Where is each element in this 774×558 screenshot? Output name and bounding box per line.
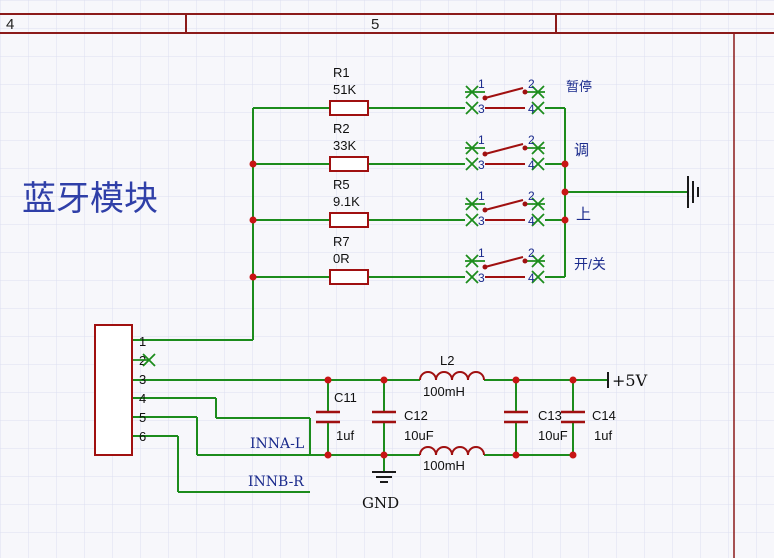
inductor-value: 100mH	[423, 458, 465, 473]
inductor-value: 100mH	[423, 384, 465, 399]
switch-pin-number: 4	[528, 214, 535, 228]
border-zone-4: 4	[6, 16, 14, 33]
inductor-l2-top: L2 100mH	[419, 353, 485, 399]
net-label-innb-r: INNB-R	[248, 474, 304, 490]
ground-net-label: GND	[362, 494, 399, 512]
capacitor-ref-c13: C13	[538, 408, 562, 423]
junction-dot	[249, 160, 257, 168]
switch-pin-number: 2	[528, 77, 535, 91]
capacitor-ref-c11: C11	[334, 390, 357, 405]
junctions	[249, 160, 577, 459]
switch-pin-number: 3	[478, 214, 485, 228]
capacitor-value-c12: 10uF	[404, 428, 434, 443]
switch-pin-number: 3	[478, 158, 485, 172]
connector-pin-5: 5	[139, 410, 146, 425]
net-label-inna-l: INNA-L	[250, 436, 304, 452]
resistor-r2: R2 33K	[329, 121, 369, 172]
inductor-ref: L2	[440, 353, 454, 368]
resistor-ref: R5	[333, 177, 350, 192]
switch-pin-number: 2	[528, 189, 535, 203]
switch-label-pause: 暂停	[566, 79, 592, 94]
capacitor-value-c13: 10uF	[538, 428, 568, 443]
junction-dot	[561, 216, 569, 224]
capacitor-ref-c14: C14	[592, 408, 616, 423]
switch-pin-number: 2	[528, 246, 535, 260]
resistor-ref: R2	[333, 121, 350, 136]
junction-dot	[380, 376, 388, 384]
switch-pin-number: 4	[528, 102, 535, 116]
module-title: 蓝牙模块	[22, 179, 158, 219]
junction-dot	[324, 376, 332, 384]
junction-dot	[249, 273, 257, 281]
connector-pin-3: 3	[139, 372, 146, 387]
push-switch: 1 2 3 4	[465, 77, 545, 116]
inductor-l2-bottom: 100mH	[419, 446, 485, 473]
resistor-value: 9.1K	[333, 194, 360, 209]
resistor-ref: R7	[333, 234, 350, 249]
resistor-r1: R1 51K	[329, 65, 369, 116]
resistor-r7: R7 0R	[329, 234, 369, 285]
switch-label-up: 上	[576, 206, 591, 223]
junction-dot	[569, 451, 577, 459]
sheet-border: 4 5	[0, 13, 774, 558]
switch-pin-number: 3	[478, 271, 485, 285]
capacitor-value-c11: 1uf	[336, 428, 354, 443]
border-zone-5: 5	[371, 16, 379, 33]
wiring	[133, 107, 688, 493]
junction-dot	[324, 451, 332, 459]
capacitor-ref-c12: C12	[404, 408, 428, 423]
ground-symbol-right	[687, 176, 699, 208]
push-switches: 1 2 3 4 1 2 3 4 1 2 3 4 1 2 3 4	[465, 77, 545, 285]
junction-dot	[561, 160, 569, 168]
junction-dot	[561, 188, 569, 196]
switch-pin-number: 4	[528, 271, 535, 285]
junction-dot	[512, 451, 520, 459]
resistor-value: 0R	[333, 251, 350, 266]
connector-pin-6: 6	[139, 429, 146, 444]
no-connect-icon	[133, 353, 156, 367]
capacitor-plates	[316, 410, 585, 424]
resistor-value: 33K	[333, 138, 356, 153]
junction-dot	[512, 376, 520, 384]
ground-symbol-bottom: GND	[362, 471, 399, 512]
push-switch: 1 2 3 4	[465, 246, 545, 285]
junction-dot	[380, 451, 388, 459]
capacitor-value-c14: 1uf	[594, 428, 612, 443]
switch-pin-number: 1	[478, 189, 485, 203]
push-switch: 1 2 3 4	[465, 133, 545, 172]
switch-label-adjust: 调	[574, 142, 589, 159]
connector-pin-1: 1	[139, 334, 146, 349]
push-switch: 1 2 3 4	[465, 189, 545, 228]
junction-dot	[249, 216, 257, 224]
resistor-r5: R5 9.1K	[329, 177, 369, 228]
switch-pin-number: 2	[528, 133, 535, 147]
resistor-value: 51K	[333, 82, 356, 97]
resistor-ref: R1	[333, 65, 350, 80]
switch-label-power: 开/关	[574, 256, 606, 272]
switch-pin-number: 1	[478, 77, 485, 91]
switch-pin-number: 1	[478, 133, 485, 147]
switch-pin-number: 4	[528, 158, 535, 172]
power-net-label: +5V	[612, 371, 648, 390]
power-port-5v: +5V	[607, 371, 648, 390]
connector-pin-4: 4	[139, 391, 146, 406]
switch-pin-number: 1	[478, 246, 485, 260]
junction-dot	[569, 376, 577, 384]
switch-pin-number: 3	[478, 102, 485, 116]
bt-module-connector: 1 2 3 4 5 6	[94, 324, 156, 456]
